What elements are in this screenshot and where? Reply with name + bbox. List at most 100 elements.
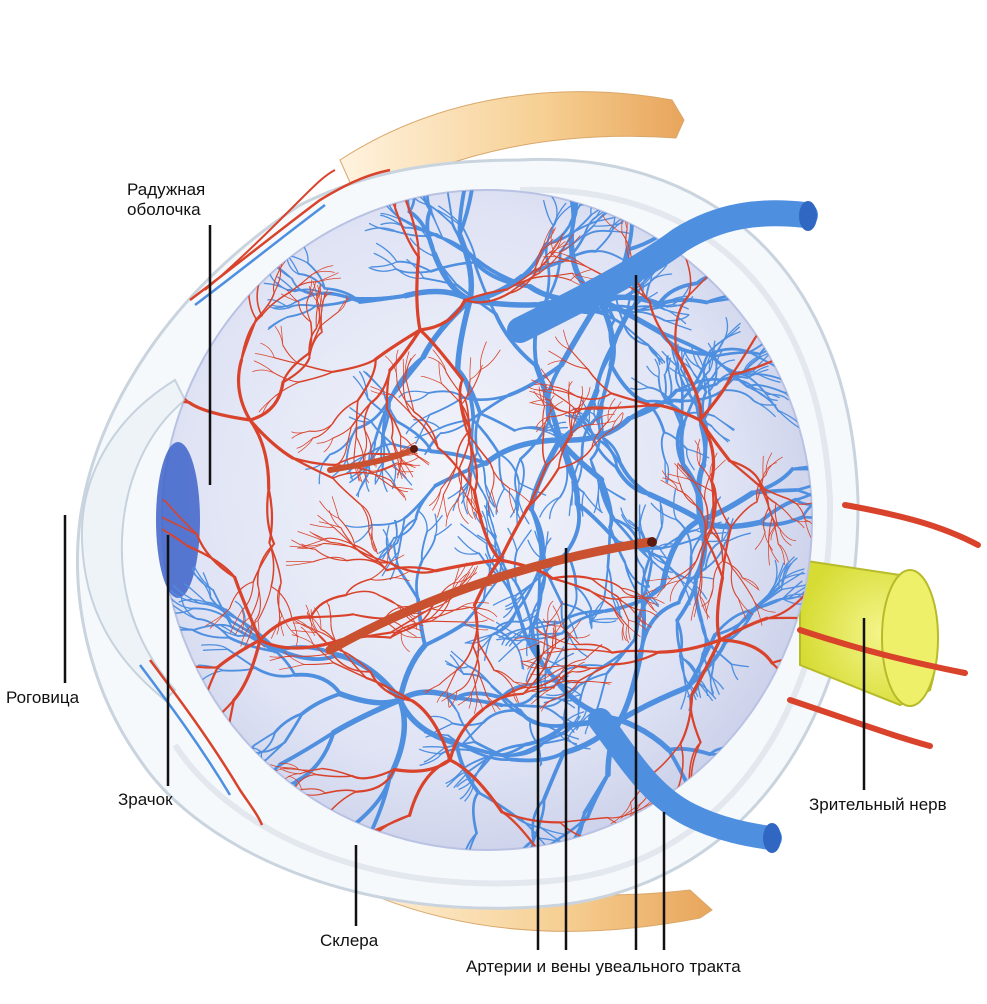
vessel-branch <box>400 633 410 652</box>
vessel-branch <box>531 379 552 390</box>
vessel-branch <box>588 589 619 600</box>
vessel-branch <box>471 460 484 493</box>
vessel-branch <box>253 360 274 374</box>
vessel-branch <box>698 464 715 493</box>
vessel-branch <box>674 294 690 354</box>
vessel-branch <box>656 298 709 307</box>
vessel-branch <box>737 597 747 620</box>
vessel-branch <box>560 235 581 253</box>
vessel-branch <box>574 407 611 410</box>
vessel-branch <box>630 386 650 391</box>
vessel-branch <box>317 284 321 304</box>
vessel-branch <box>762 507 770 533</box>
vessel-branch <box>388 328 422 372</box>
vessel-branch <box>448 707 485 762</box>
vessel-branch <box>276 872 286 903</box>
vessel-branch <box>772 559 778 588</box>
vessel-branch <box>662 470 681 485</box>
vessel-branch <box>328 150 354 152</box>
vessel-branch <box>829 743 844 761</box>
vessel-branch <box>364 429 368 454</box>
vessel-branch <box>316 773 353 778</box>
vessel-branch <box>420 530 429 562</box>
vessel-branch <box>462 226 477 267</box>
vessel-branch <box>370 261 398 268</box>
vessel-branch <box>489 462 495 492</box>
vessel-branch <box>690 638 722 696</box>
vessel-branch <box>452 490 465 512</box>
vessel-branch <box>762 462 777 477</box>
vessel-branch <box>557 434 573 470</box>
vessel-branch <box>236 220 248 247</box>
vessel-branch <box>516 646 523 669</box>
vessel-branch <box>543 430 565 446</box>
label-uveal-vessels: Артерии и вены увеального тракта <box>466 957 741 976</box>
vessel-branch <box>62 365 82 373</box>
vessel-branch <box>681 657 688 689</box>
vessel-branch <box>432 488 442 511</box>
vessel-branch <box>573 406 611 414</box>
vessel-branch <box>462 490 469 515</box>
vessel-branch <box>668 374 673 400</box>
vessel-branch <box>827 715 829 743</box>
vessel-branch <box>869 525 891 538</box>
vessel-branch <box>393 519 398 544</box>
vessel-branch <box>405 414 431 435</box>
vessel-branch <box>366 465 393 474</box>
vessel-branch <box>266 487 276 545</box>
vessel-branch <box>679 483 697 507</box>
vessel-branch <box>777 543 789 562</box>
vessel-branch <box>429 260 477 273</box>
vessel-branch <box>454 695 504 708</box>
vessel-branch <box>241 609 245 633</box>
vessel-branch <box>260 731 276 754</box>
vessel-branch <box>282 905 308 919</box>
vessel-branch <box>209 607 231 629</box>
vessel-branch <box>711 525 724 562</box>
vessel-branch <box>648 300 678 354</box>
vessel-branch <box>418 328 465 382</box>
vessel-branch <box>713 415 734 432</box>
vessel-branch <box>640 148 653 171</box>
vessel-branch <box>529 630 538 657</box>
vessel-branch <box>454 741 508 758</box>
vessel-branch <box>639 600 681 653</box>
vessel-branch <box>592 413 615 425</box>
vessel-branch <box>464 633 493 644</box>
vessel-branch <box>640 148 657 171</box>
vessel-branch <box>578 386 583 408</box>
vessel-branch <box>590 577 619 598</box>
vessel-branch <box>543 648 574 654</box>
label-optic-nerve: Зрительный нерв <box>809 795 947 814</box>
vessel-branch <box>571 667 593 673</box>
vessel-branch <box>649 264 668 284</box>
vessel-branch <box>454 547 480 555</box>
vessel-branch <box>331 399 359 425</box>
vessel-branch <box>547 601 564 624</box>
vessel-branch <box>654 563 673 574</box>
vessel-branch <box>549 404 576 414</box>
vessel-branch <box>685 641 727 690</box>
vessel-branch <box>509 488 515 514</box>
vessel-branch <box>586 368 613 395</box>
vessel-branch <box>464 779 475 802</box>
vessel-branch <box>234 221 248 247</box>
vessel-branch <box>742 355 761 373</box>
vessel-branch <box>518 641 542 651</box>
vessel-branch <box>746 384 786 394</box>
vessel-branch <box>398 270 425 280</box>
vessel-branch <box>779 528 797 542</box>
vessel-branch <box>255 291 275 320</box>
vessel-branch <box>675 518 693 558</box>
vessel-branch <box>594 250 622 260</box>
posterior-ciliary-artery <box>325 537 655 655</box>
vessel-branch <box>455 644 474 672</box>
vessel-branch <box>821 743 829 761</box>
vessel-branch <box>443 494 448 519</box>
vessel-branch <box>764 531 773 551</box>
vessel-branch <box>402 626 422 632</box>
vessel-branch <box>306 262 326 290</box>
vessel-branch <box>194 821 201 849</box>
vessel-branch <box>522 667 545 695</box>
vessel-branch <box>661 304 689 310</box>
